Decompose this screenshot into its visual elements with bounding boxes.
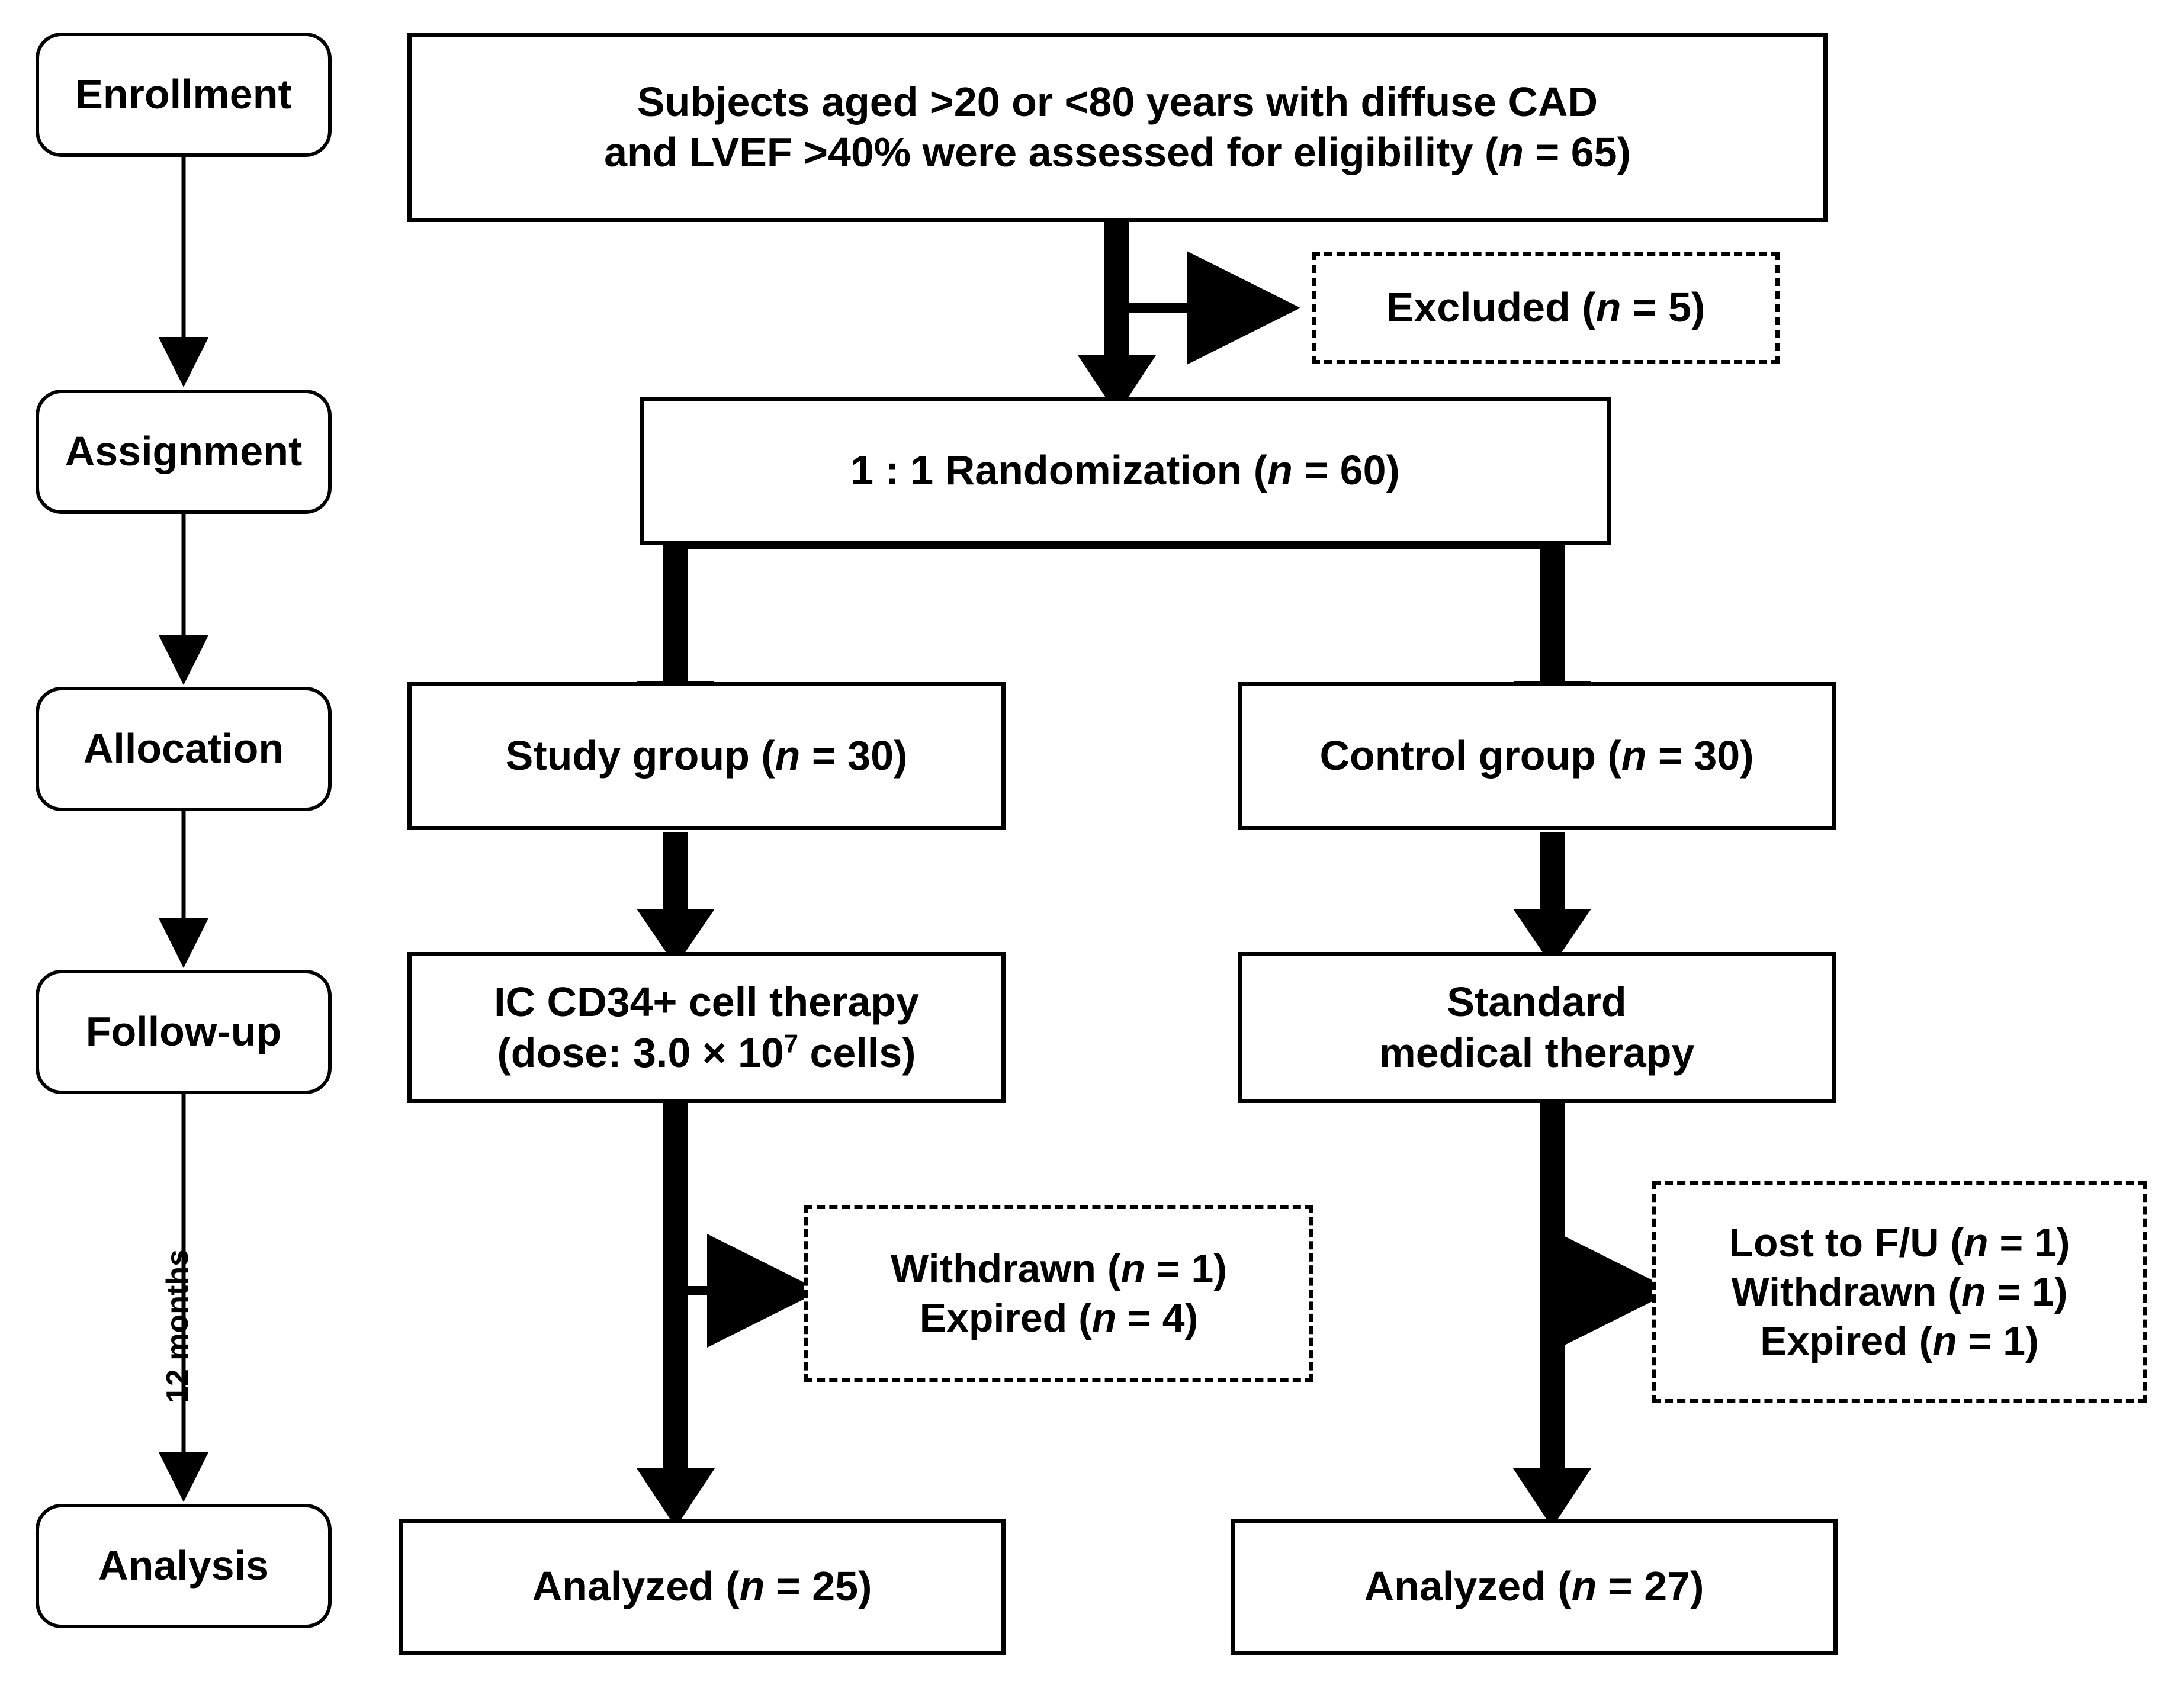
- eligibility-n-symbol: n: [1498, 129, 1524, 175]
- study-therapy-line-1: IC CD34+ cell therapy: [494, 979, 919, 1025]
- control-analyzed-post: = 27): [1597, 1563, 1704, 1610]
- node-excluded: Excluded (n = 5): [1312, 252, 1780, 364]
- eligibility-line-2: and LVEF >40% were assessed for eligibil…: [604, 127, 1631, 178]
- stage-label-allocation: Allocation: [36, 687, 332, 811]
- stage-allocation-text: Allocation: [83, 725, 284, 772]
- study-therapy-line-2: (dose: 3.0 × 107 cells): [497, 1028, 916, 1078]
- control-therapy-line-1: Standard: [1447, 979, 1627, 1025]
- stage-label-analysis: Analysis: [36, 1504, 332, 1628]
- randomization-n-symbol: n: [1267, 447, 1293, 494]
- arrow-study-group-to-therapy: [637, 832, 715, 966]
- control-dropout-withdrawn-n-symbol: n: [1961, 1269, 1986, 1315]
- control-dropout-withdrawn: Withdrawn (n = 1): [1732, 1268, 2068, 1317]
- study-dropout-withdrawn-pre: Withdrawn (: [891, 1246, 1121, 1292]
- stage-label-assignment: Assignment: [36, 390, 332, 514]
- control-dropout-lost-pre: Lost to F/U (: [1729, 1220, 1964, 1266]
- arrow-control-therapy-to-analyzed: [1513, 1102, 1591, 1528]
- node-study-dropouts: Withdrawn (n = 1) Expired (n = 4): [804, 1205, 1313, 1382]
- stage-label-followup: Follow-up: [36, 970, 332, 1094]
- control-analyzed-text: Analyzed (n = 27): [1364, 1561, 1704, 1612]
- randomization-pre: 1 : 1 Randomization (: [850, 447, 1268, 494]
- node-study-therapy: IC CD34+ cell therapy (dose: 3.0 × 107 c…: [407, 952, 1006, 1103]
- control-dropout-expired-pre: Expired (: [1760, 1318, 1933, 1364]
- node-control-dropouts: Lost to F/U (n = 1) Withdrawn (n = 1) Ex…: [1652, 1181, 2147, 1403]
- control-dropout-lost-n-symbol: n: [1964, 1220, 1989, 1266]
- node-randomization: 1 : 1 Randomization (n = 60): [640, 397, 1611, 545]
- control-dropout-expired-n-symbol: n: [1932, 1318, 1957, 1364]
- study-dropout-withdrawn-n-symbol: n: [1120, 1246, 1146, 1292]
- stage-analysis-text: Analysis: [98, 1542, 269, 1589]
- node-eligibility-assessed: Subjects aged >20 or <80 years with diff…: [407, 33, 1828, 222]
- control-analyzed-pre: Analyzed (: [1364, 1563, 1572, 1610]
- randomization-text: 1 : 1 Randomization (n = 60): [850, 445, 1400, 496]
- study-analyzed-pre: Analyzed (: [532, 1563, 740, 1610]
- control-dropout-withdrawn-post: = 1): [1986, 1269, 2068, 1315]
- study-dropout-withdrawn: Withdrawn (n = 1): [891, 1245, 1227, 1294]
- arrow-study-therapy-to-analyzed: [637, 1102, 715, 1528]
- control-group-text: Control group (n = 30): [1319, 731, 1753, 781]
- node-control-analyzed: Analyzed (n = 27): [1231, 1519, 1838, 1655]
- eligibility-line2-post: = 65): [1523, 129, 1631, 175]
- control-dropout-lost-to-fu: Lost to F/U (n = 1): [1729, 1218, 2070, 1268]
- control-group-n-symbol: n: [1621, 732, 1647, 779]
- excluded-text: Excluded (n = 5): [1386, 282, 1706, 333]
- stage-label-enrollment: Enrollment: [36, 33, 332, 157]
- control-dropout-withdrawn-pre: Withdrawn (: [1731, 1269, 1961, 1315]
- study-group-post: = 30): [800, 732, 908, 779]
- study-analyzed-post: = 25): [765, 1563, 872, 1610]
- node-control-therapy: Standard medical therapy: [1238, 952, 1836, 1103]
- node-control-group: Control group (n = 30): [1238, 682, 1836, 830]
- stage-enrollment-text: Enrollment: [75, 71, 292, 118]
- eligibility-line-1: Subjects aged >20 or <80 years with diff…: [637, 78, 1598, 125]
- node-study-group: Study group (n = 30): [407, 682, 1006, 830]
- study-analyzed-text: Analyzed (n = 25): [532, 1561, 872, 1612]
- duration-label-12-months: 12 months: [160, 1249, 195, 1403]
- control-dropout-expired-post: = 1): [1957, 1318, 2039, 1364]
- study-dropout-expired-pre: Expired (: [919, 1295, 1092, 1340]
- stage-assignment-text: Assignment: [65, 428, 303, 475]
- study-therapy-dose-pre: (dose: 3.0 × 10: [497, 1029, 784, 1076]
- study-dropout-expired-post: = 4): [1116, 1295, 1199, 1340]
- study-therapy-dose-post: cells): [798, 1029, 916, 1076]
- control-dropout-lost-post: = 1): [1988, 1220, 2070, 1266]
- study-dropout-withdrawn-post: = 1): [1145, 1246, 1227, 1292]
- control-group-pre: Control group (: [1319, 732, 1621, 779]
- excluded-n-symbol: n: [1595, 284, 1621, 331]
- study-dropout-expired-n-symbol: n: [1091, 1295, 1117, 1340]
- arrow-control-group-to-therapy: [1513, 832, 1591, 966]
- study-therapy-dose-exponent: 7: [783, 1030, 799, 1059]
- study-group-pre: Study group (: [505, 732, 775, 779]
- control-therapy-line-2: medical therapy: [1379, 1029, 1695, 1076]
- stage-followup-text: Follow-up: [85, 1008, 282, 1055]
- eligibility-line2-pre: and LVEF >40% were assessed for eligibil…: [604, 129, 1499, 175]
- study-analyzed-n-symbol: n: [739, 1563, 765, 1610]
- control-group-post: = 30): [1646, 732, 1754, 779]
- study-group-n-symbol: n: [775, 732, 801, 779]
- study-group-text: Study group (n = 30): [506, 731, 908, 781]
- excluded-pre: Excluded (: [1386, 284, 1596, 331]
- excluded-post: = 5): [1621, 284, 1706, 331]
- randomization-post: = 60): [1292, 447, 1400, 494]
- control-dropout-expired: Expired (n = 1): [1760, 1317, 2038, 1366]
- control-analyzed-n-symbol: n: [1571, 1563, 1597, 1610]
- node-study-analyzed: Analyzed (n = 25): [399, 1519, 1006, 1655]
- study-dropout-expired: Expired (n = 4): [920, 1294, 1198, 1343]
